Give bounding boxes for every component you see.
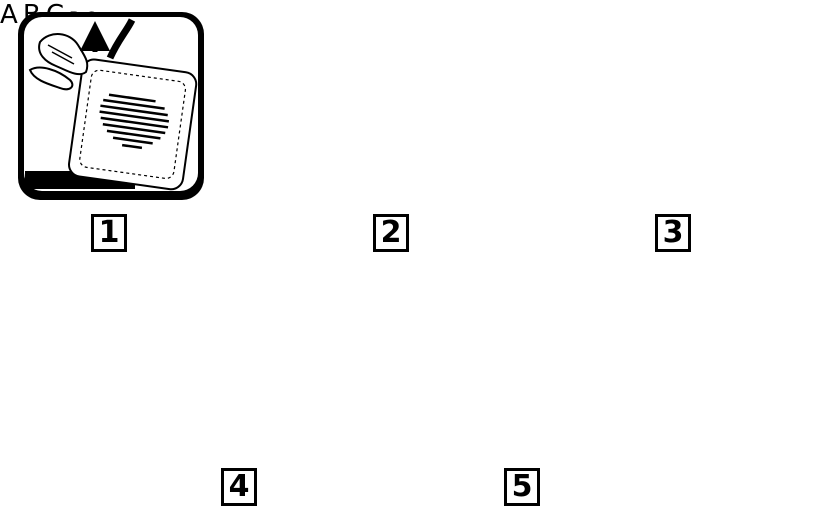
step-2-number: 2 <box>373 214 409 252</box>
step-1-number: 1 <box>91 214 127 252</box>
step-3-number: 3 <box>655 214 691 252</box>
step-5-number: 5 <box>504 468 540 506</box>
step-4-number: 4 <box>221 468 257 506</box>
step-2-letter-a: A <box>0 0 18 30</box>
step-1-panel <box>18 12 204 200</box>
